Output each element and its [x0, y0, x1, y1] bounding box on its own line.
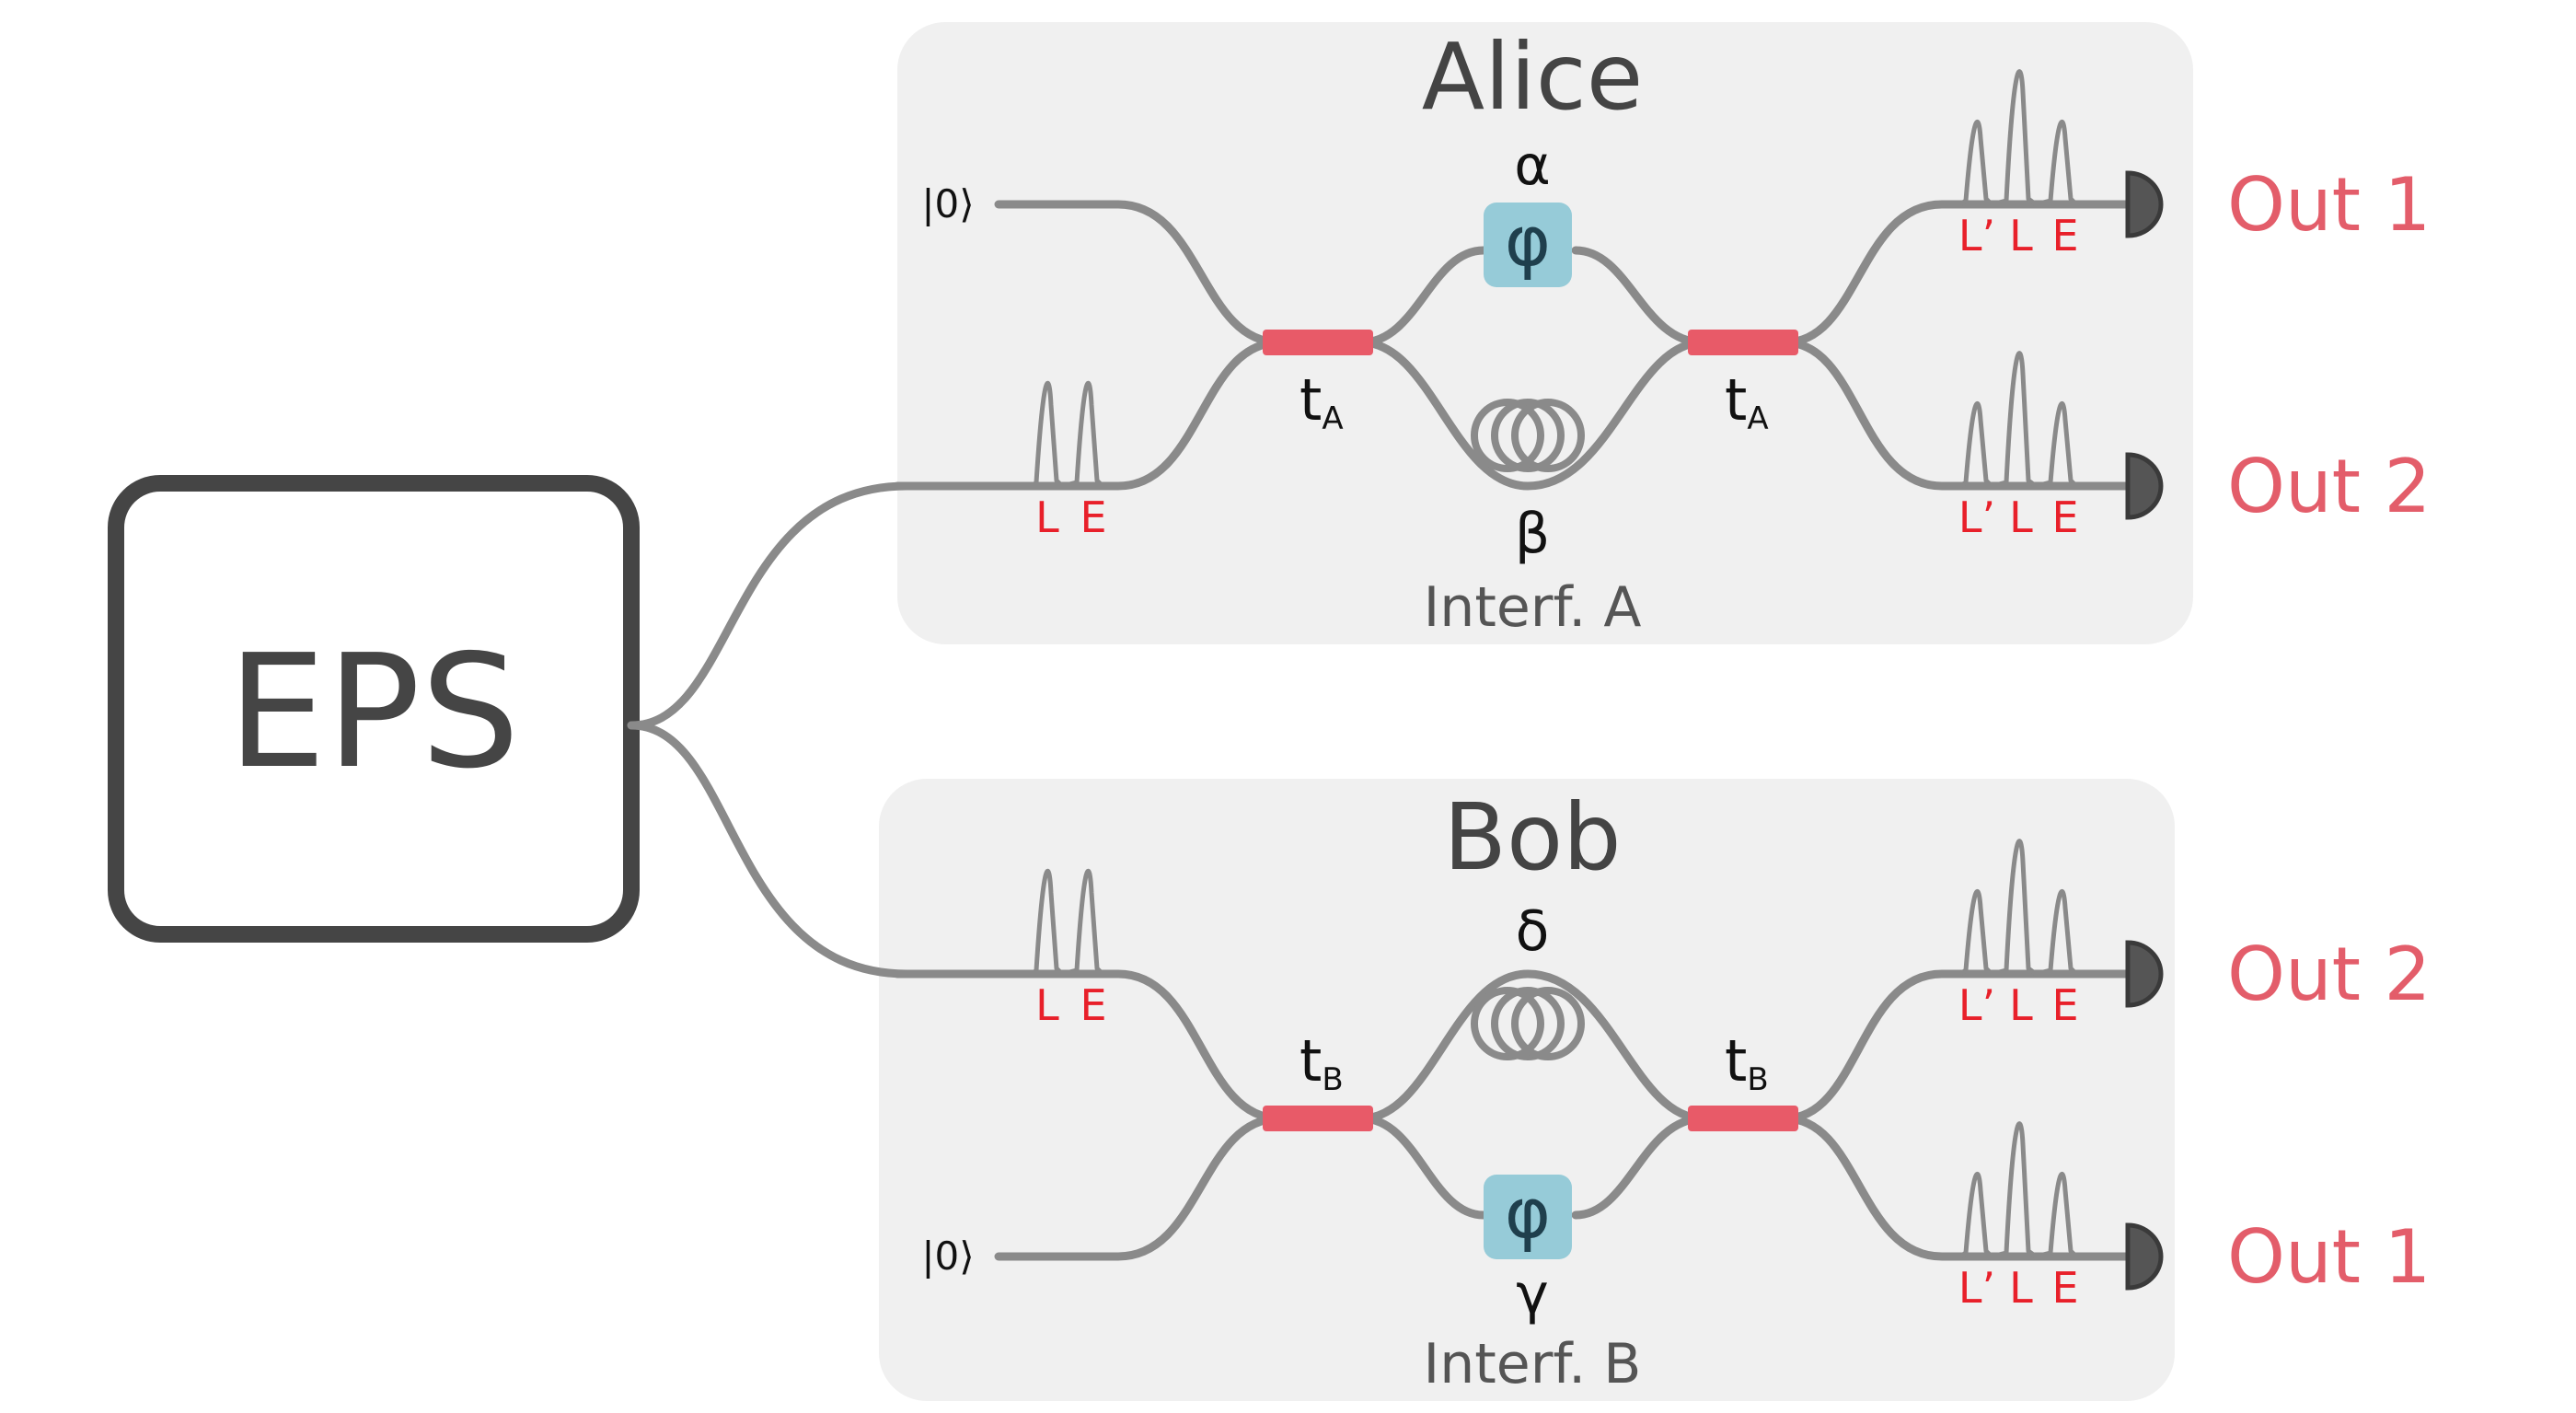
bob-lower-arm-label: γ: [1516, 1262, 1549, 1326]
alice-fiber-lower-arm: [1357, 338, 1707, 491]
bob-output-1-pulse-label-1: L: [2009, 1263, 2033, 1313]
bob-fiber-lower-arm-2: [1571, 1114, 1707, 1220]
bob-output-1-pulses: [1958, 1121, 2078, 1259]
bob-fiber-output-1: [1781, 1114, 2129, 1261]
alice-output-1-pulse-label-2: E: [2051, 211, 2078, 261]
bob-detector-1-icon: [2113, 1222, 2164, 1291]
bob-output-2-pulse-label-0: L’: [1958, 980, 1995, 1030]
eps-box: [108, 475, 640, 943]
alice-input-pulse-label-1: E: [1080, 492, 1106, 542]
bob-fiber-eps-input: [893, 969, 1284, 1123]
alice-output-2-pulse-label-2: E: [2051, 492, 2078, 542]
eps-label: EPS: [227, 621, 520, 804]
alice-fiber-output-2: [1781, 338, 2129, 491]
bob-coupler-1: [1263, 1106, 1373, 1131]
alice-lower-arm-label: β: [1515, 502, 1550, 566]
alice-fiber-vacuum-input: [994, 200, 1284, 347]
alice-input-state: |0⟩: [921, 181, 974, 226]
alice-detector-2-icon: [2113, 452, 2164, 520]
alice-input-pulses: [1031, 380, 1104, 489]
alice-input-pulse-label-0: L: [1035, 492, 1059, 542]
alice-detector-1-icon: [2113, 170, 2164, 238]
bob-fiber-output-2: [1781, 969, 2129, 1123]
bob-delay-loop-icon: [1471, 987, 1585, 1060]
alice-output-1-pulse-label-1: L: [2009, 211, 2033, 261]
bob-phase-shifter-icon: φ: [1484, 1172, 1572, 1259]
bob-output-2-pulse-label-2: E: [2051, 980, 2078, 1030]
alice-upper-arm-label: α: [1514, 133, 1551, 198]
alice-fiber-output-1: [1781, 200, 2129, 347]
fiber-to-bob: [627, 721, 911, 979]
alice-phase-shifter-icon: φ: [1484, 200, 1572, 287]
alice-coupler-1-label: tA: [1300, 366, 1344, 437]
bob-fiber-upper-arm: [1357, 969, 1707, 1123]
bob-output-1-label: Out 1: [2227, 1214, 2431, 1300]
bob-output-2-pulse-label-1: L: [2009, 980, 2033, 1030]
alice-title: Alice: [1422, 23, 1643, 131]
bob-output-2-label: Out 2: [2227, 932, 2431, 1017]
bob-panel: [879, 779, 2175, 1401]
alice-delay-loop-icon: [1471, 399, 1585, 472]
alice-output-2-pulses: [1958, 351, 2078, 489]
alice-output-2-label: Out 2: [2227, 444, 2431, 529]
alice-coupler-1: [1263, 330, 1373, 355]
bob-fiber-vacuum-input: [994, 1114, 1284, 1261]
bob-coupler-2: [1688, 1106, 1798, 1131]
alice-output-1-pulses: [1958, 69, 2078, 207]
bob-title: Bob: [1443, 783, 1621, 891]
bob-interferometer-label: Interf. B: [1424, 1332, 1642, 1396]
bob-output-1-pulse-label-0: L’: [1958, 1263, 1995, 1313]
alice-fiber-eps-input: [893, 338, 1284, 491]
bob-input-state: |0⟩: [921, 1233, 974, 1279]
bob-phase-symbol: φ: [1505, 1172, 1551, 1254]
alice-output-2-pulse-label-0: L’: [1958, 492, 1995, 542]
bob-coupler-1-label: tB: [1300, 1027, 1344, 1098]
bob-upper-arm-label: δ: [1516, 899, 1550, 964]
alice-output-1-pulse-label-0: L’: [1958, 211, 1995, 261]
bob-input-pulse-label-0: L: [1035, 980, 1059, 1030]
bob-output-1-pulse-label-2: E: [2051, 1263, 2078, 1313]
alice-fiber-upper-arm-2: [1571, 246, 1707, 347]
bob-output-2-pulses: [1958, 839, 2078, 977]
alice-panel: [897, 22, 2193, 644]
fiber-to-alice: [627, 481, 911, 730]
bob-input-pulses: [1031, 868, 1104, 977]
alice-phase-symbol: φ: [1505, 200, 1551, 282]
alice-coupler-2: [1688, 330, 1798, 355]
alice-output-2-pulse-label-1: L: [2009, 492, 2033, 542]
alice-fiber-upper-arm: [1357, 246, 1488, 347]
alice-interferometer-label: Interf. A: [1424, 575, 1642, 640]
bob-fiber-lower-arm: [1357, 1114, 1488, 1220]
alice-output-1-label: Out 1: [2227, 162, 2431, 248]
bob-coupler-2-label: tB: [1725, 1027, 1769, 1098]
alice-coupler-2-label: tA: [1725, 366, 1769, 437]
bob-input-pulse-label-1: E: [1080, 980, 1106, 1030]
bob-detector-2-icon: [2113, 940, 2164, 1008]
